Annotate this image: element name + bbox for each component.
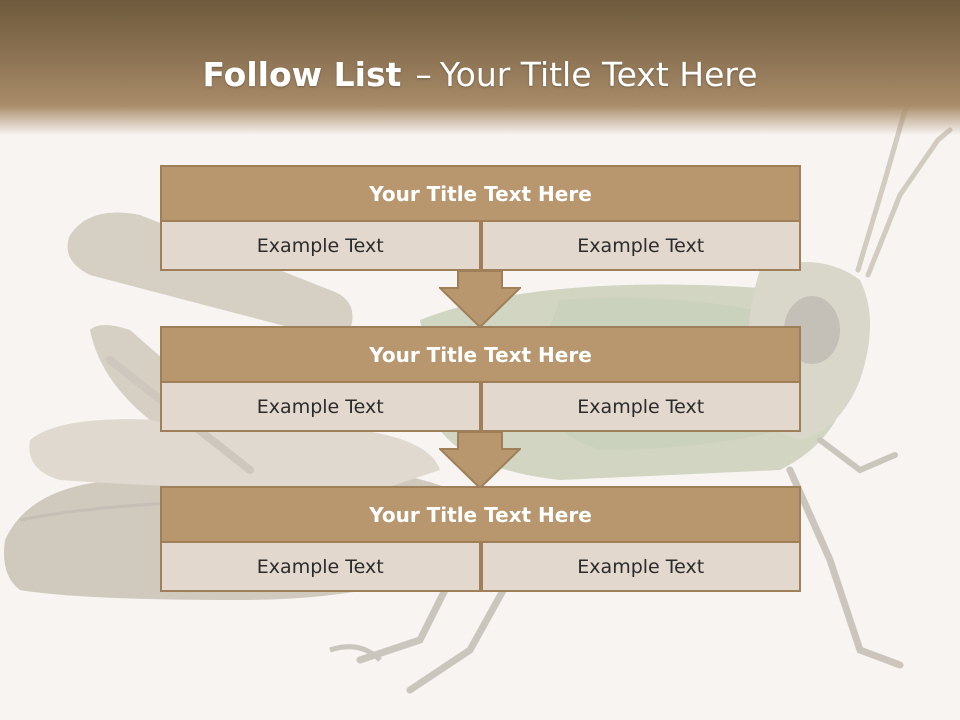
header-band — [0, 0, 960, 135]
slide-title-bold: Follow List — [202, 55, 402, 94]
block-cell: Example Text — [160, 543, 481, 592]
list-block-1: Your Title Text Here Example Text Exampl… — [160, 165, 801, 271]
block-title: Your Title Text Here — [160, 165, 801, 222]
block-row: Example Text Example Text — [160, 222, 801, 271]
block-cell: Example Text — [160, 222, 481, 271]
list-block-2: Your Title Text Here Example Text Exampl… — [160, 326, 801, 432]
slide-title-separator: – — [415, 55, 432, 94]
down-arrow-icon — [439, 431, 521, 489]
block-row: Example Text Example Text — [160, 543, 801, 592]
block-row: Example Text Example Text — [160, 383, 801, 432]
block-cell: Example Text — [480, 543, 801, 592]
list-block-3: Your Title Text Here Example Text Exampl… — [160, 486, 801, 592]
block-cell: Example Text — [480, 222, 801, 271]
down-arrow-icon — [439, 270, 521, 328]
block-cell: Example Text — [480, 383, 801, 432]
block-title: Your Title Text Here — [160, 486, 801, 543]
slide-title: Follow List–Your Title Text Here — [0, 52, 960, 98]
slide-title-rest: Your Title Text Here — [439, 55, 758, 94]
block-cell: Example Text — [160, 383, 481, 432]
block-title: Your Title Text Here — [160, 326, 801, 383]
